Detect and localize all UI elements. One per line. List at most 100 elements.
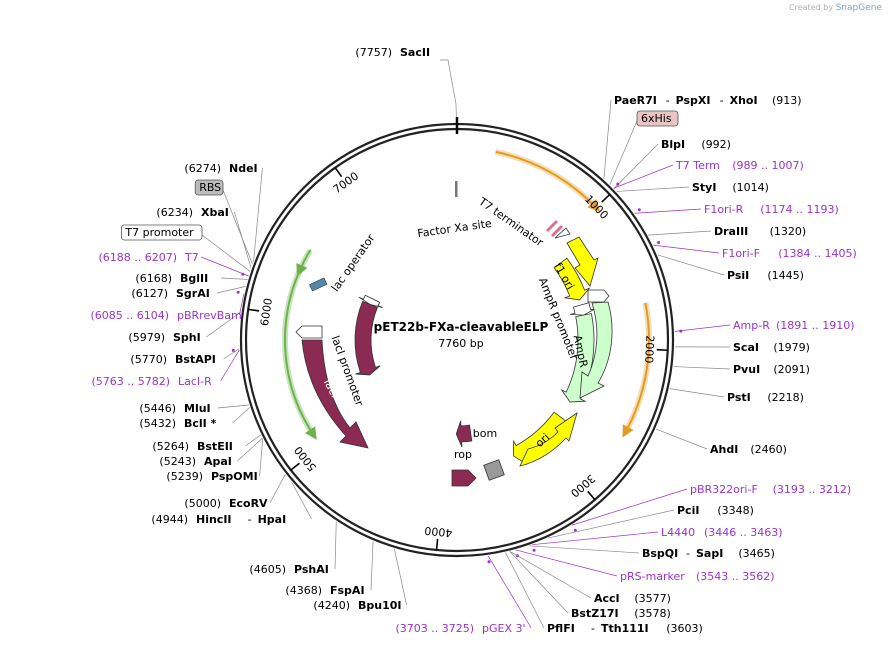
site-location: (6085 .. 6104) bbox=[90, 309, 169, 322]
site-dash: - bbox=[248, 513, 252, 526]
tick-mark bbox=[248, 308, 260, 312]
site-name: BglII bbox=[180, 272, 208, 285]
leader-line bbox=[253, 167, 263, 262]
primer-mark bbox=[231, 348, 235, 352]
site-name: FspAI bbox=[330, 584, 365, 597]
site-box-label: RBS bbox=[199, 181, 221, 194]
site-label-bglii: (6168) BglII bbox=[135, 272, 208, 285]
primer-mark bbox=[616, 182, 620, 186]
site-label-mlui: (5446)MluI bbox=[139, 402, 210, 415]
site-name: ScaI bbox=[733, 341, 759, 354]
leader-line bbox=[269, 474, 286, 504]
site-name: PaeR7I bbox=[614, 94, 657, 107]
feature-label: bom bbox=[473, 427, 497, 440]
primer-mark bbox=[532, 548, 536, 552]
site-name: SphI bbox=[173, 331, 201, 344]
leader-line bbox=[603, 99, 612, 179]
orf-line bbox=[495, 150, 597, 209]
site-name: BspQI bbox=[642, 547, 678, 560]
tick-mark bbox=[601, 193, 611, 203]
site-location: (5243) bbox=[159, 455, 196, 468]
feature-label: rop bbox=[454, 448, 472, 461]
site-name: DraIII bbox=[714, 225, 748, 238]
leader-line bbox=[334, 521, 337, 570]
site-location: (1174 .. 1193) bbox=[760, 203, 839, 216]
leader-line bbox=[232, 407, 250, 424]
tick-label: 4000 bbox=[424, 524, 453, 540]
orf-glow bbox=[622, 302, 652, 434]
credit-brand: SnapGene bbox=[835, 3, 882, 13]
site-label-bpu10i: (4240)Bpu10I bbox=[313, 599, 401, 612]
site-location: (3578) bbox=[634, 607, 671, 620]
site-location: (5432) bbox=[139, 417, 176, 430]
tick-label: 3000 bbox=[568, 472, 598, 500]
site-label-paer7i: PaeR7I-PspXI-XhoI(913) bbox=[614, 94, 802, 107]
feature-rop bbox=[455, 420, 473, 448]
site-name: StyI bbox=[692, 181, 716, 194]
site-label-sphi: (5979) SphI bbox=[128, 331, 200, 344]
site-location: (3577) bbox=[634, 592, 671, 605]
site-label-sgrai: (6127)SgrAI bbox=[131, 287, 209, 300]
tick-label: 7000 bbox=[331, 169, 361, 196]
site-location: (5000) bbox=[184, 497, 221, 510]
site-location: (5446) bbox=[139, 402, 176, 415]
site-name: AccI bbox=[594, 592, 620, 605]
leader-line bbox=[509, 551, 592, 599]
site-label-t7: (6188 .. 6207)T7 bbox=[98, 251, 198, 264]
site-label-prs-marker: pRS-marker(3543 .. 3562) bbox=[620, 570, 775, 583]
site-name: pBRrevBam bbox=[177, 309, 242, 322]
laci-promoter-arrow bbox=[295, 325, 323, 339]
leader-line bbox=[613, 164, 674, 189]
site-location: (7757) bbox=[355, 46, 392, 59]
leader-line bbox=[528, 545, 640, 554]
site-label-l4440: L4440(3446 .. 3463) bbox=[661, 526, 783, 539]
leader-line bbox=[222, 189, 253, 265]
site-label-f1ori-r: F1ori-R(1174 .. 1193) bbox=[704, 203, 839, 216]
orf-line bbox=[624, 302, 650, 433]
site-label-bstz17i: BstZ17I(3578) bbox=[571, 607, 671, 620]
site-location: (6127) bbox=[131, 287, 168, 300]
site-location: (6168) bbox=[135, 272, 172, 285]
site-location: (913) bbox=[772, 94, 802, 107]
site-box bbox=[194, 179, 224, 196]
site-extra: PspXI bbox=[676, 94, 711, 107]
site-extra: SapI bbox=[696, 547, 723, 560]
orf-glow bbox=[494, 148, 599, 210]
feature-f1-ori bbox=[553, 257, 591, 301]
site-name: LacI-R bbox=[178, 375, 212, 388]
site-name: XbaI bbox=[201, 206, 229, 219]
site-location: (992) bbox=[701, 138, 731, 151]
site-label-pgex-3-: (3703 .. 3725)pGEX 3' bbox=[395, 622, 525, 635]
leader-line bbox=[237, 437, 263, 462]
site-label-styi: StyI(1014) bbox=[692, 181, 769, 194]
feature-laci-promoter bbox=[358, 294, 383, 309]
site-name: NdeI bbox=[229, 162, 258, 175]
primer-mark bbox=[241, 272, 245, 276]
site-box-label: T7 promoter bbox=[124, 226, 194, 239]
site-label-bsteii: (5264)BstEII bbox=[152, 440, 232, 453]
orf-arrowhead bbox=[305, 426, 317, 440]
site-label-blpi: BlpI(992) bbox=[661, 138, 731, 151]
site-label-pflfi: PflFI-Tth111I(3603) bbox=[547, 622, 703, 635]
leader-line bbox=[653, 244, 720, 254]
site-box bbox=[636, 110, 679, 127]
leader-line bbox=[223, 348, 240, 360]
tick-mark bbox=[290, 462, 300, 471]
site-label-pvui: PvuI(2091) bbox=[733, 363, 810, 376]
site-box bbox=[121, 224, 203, 241]
site-dash: - bbox=[666, 94, 670, 107]
leader-line bbox=[613, 143, 659, 189]
leader-line bbox=[220, 349, 240, 382]
leader-line bbox=[201, 234, 251, 272]
leader-line bbox=[547, 509, 675, 539]
site-location: (5239) bbox=[166, 470, 203, 483]
site-label-pcii: PciI(3348) bbox=[677, 504, 754, 517]
ampr-arrow bbox=[579, 301, 613, 399]
site-box-label: 6xHis bbox=[641, 112, 672, 125]
site-name: pRS-marker bbox=[620, 570, 685, 583]
leader-line bbox=[245, 434, 261, 447]
site-location: (5979) bbox=[128, 331, 165, 344]
site-location: (3603) bbox=[666, 622, 703, 635]
site-name: T7 Term bbox=[675, 159, 720, 172]
